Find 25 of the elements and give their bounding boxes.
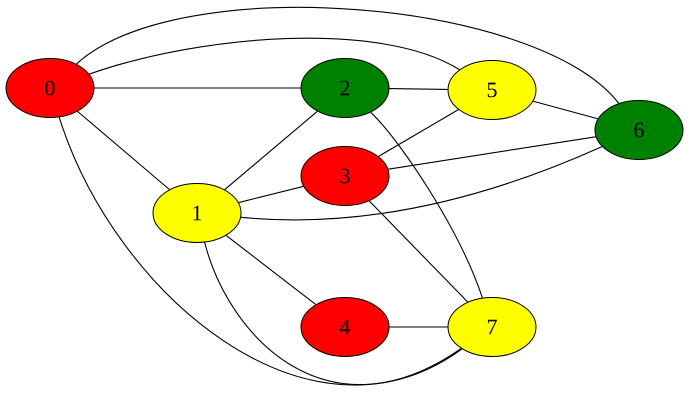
- graph-node: 1: [152, 183, 242, 243]
- edge-line: [388, 136, 596, 170]
- edge-line: [224, 111, 318, 190]
- edge-line: [76, 6, 620, 104]
- edge-line: [389, 88, 448, 90]
- edge-line: [94, 87, 300, 89]
- edge-line: [369, 200, 468, 302]
- edge-line: [241, 146, 602, 220]
- edge-line: [378, 109, 459, 157]
- graph-node: 4: [300, 297, 390, 357]
- graph-node: 6: [594, 100, 684, 160]
- edge-line: [58, 117, 462, 386]
- edge-line: [77, 111, 170, 190]
- graph-node: 3: [300, 146, 390, 206]
- edge-line: [204, 242, 462, 385]
- edge-line: [390, 326, 448, 328]
- edge-line: [533, 100, 598, 120]
- graph-node: 7: [448, 297, 536, 357]
- edge-line: [238, 186, 304, 204]
- edge-line: [226, 235, 316, 305]
- edge-line: [370, 112, 483, 298]
- edge-line: [89, 38, 460, 75]
- graph-node: 5: [448, 60, 536, 120]
- graph-node: 2: [300, 58, 390, 118]
- graph-node: 0: [6, 58, 94, 118]
